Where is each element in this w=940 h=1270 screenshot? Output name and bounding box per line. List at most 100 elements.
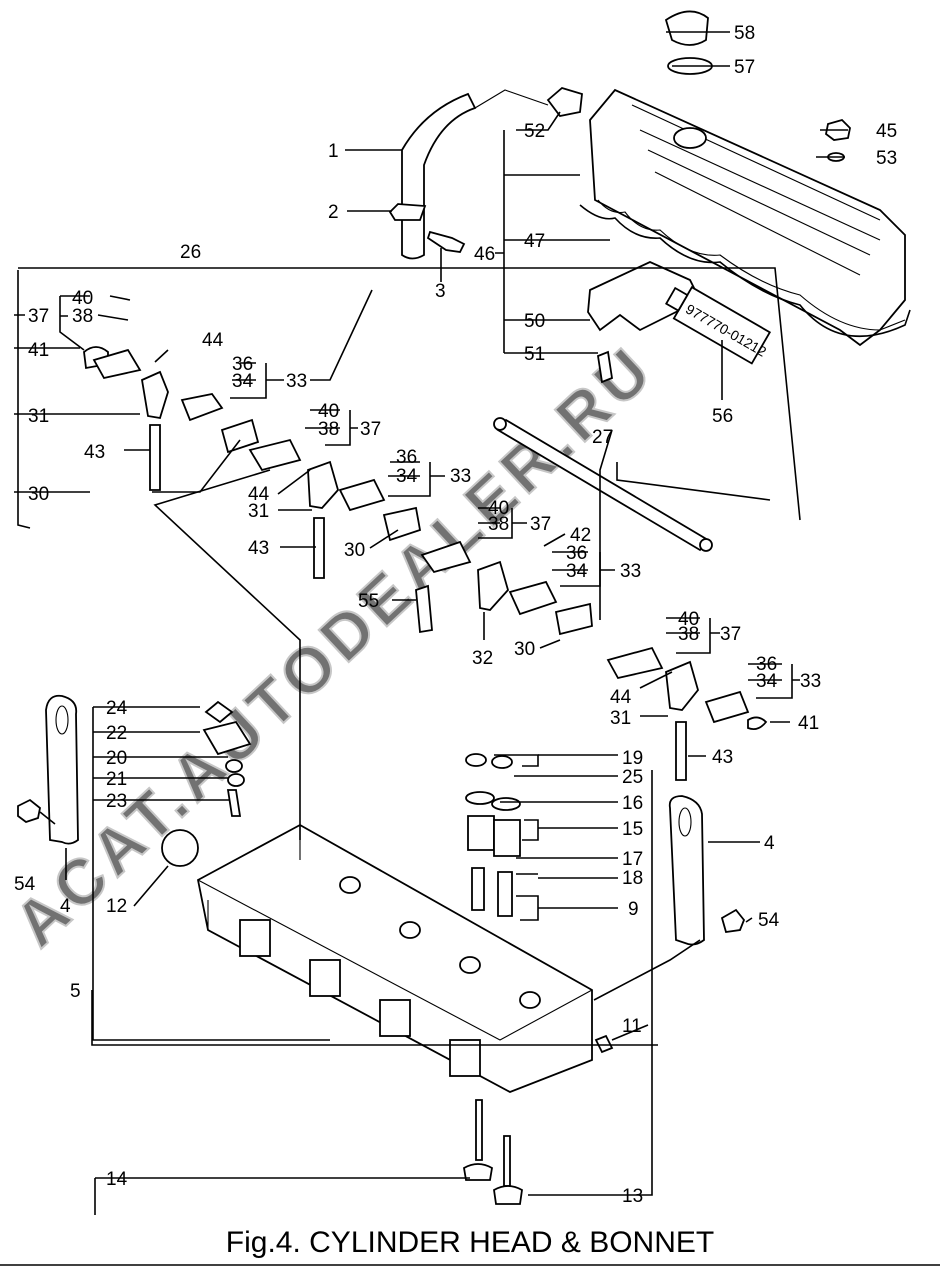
callout-5: 5 <box>70 981 81 1002</box>
callout-37b: 37 <box>360 419 381 440</box>
engine-hanger-right <box>668 795 705 946</box>
callout-15: 15 <box>622 819 643 840</box>
callout-56: 56 <box>712 406 733 427</box>
expansion-plug <box>161 829 199 867</box>
callout-38a: 38 <box>72 306 93 327</box>
callout-14: 14 <box>106 1169 128 1190</box>
callout-12: 12 <box>106 896 127 917</box>
callout-57: 57 <box>734 57 755 78</box>
callout-25: 25 <box>622 767 643 788</box>
callout-40c: 40 <box>488 498 509 519</box>
callout-19: 19 <box>622 748 643 769</box>
callout-37c: 37 <box>530 514 551 535</box>
callout-33b: 33 <box>450 466 471 487</box>
callout-30a: 30 <box>28 484 49 505</box>
callout-58: 58 <box>734 23 755 44</box>
sealant-tube: 977770-01212 <box>665 286 772 365</box>
callout-36d: 36 <box>756 654 777 675</box>
rocker-assembly-4 <box>606 646 768 781</box>
callout-38b: 38 <box>318 419 339 440</box>
callout-26: 26 <box>180 242 201 263</box>
callout-37d: 37 <box>720 624 741 645</box>
callout-40a: 40 <box>72 288 93 309</box>
callout-46: 46 <box>474 244 495 265</box>
callout-52: 52 <box>524 121 545 142</box>
callout-33a: 33 <box>286 371 307 392</box>
callout-44a: 44 <box>202 330 224 351</box>
hanger-bolt-right <box>720 908 746 934</box>
callout-38c: 38 <box>488 514 509 535</box>
breather-elbow <box>546 86 583 117</box>
callout-33c: 33 <box>620 561 641 582</box>
cylinder-head <box>161 700 614 1093</box>
callout-13: 13 <box>622 1186 643 1207</box>
callout-24: 24 <box>106 698 128 719</box>
callout-31c: 31 <box>610 708 631 729</box>
callout-16: 16 <box>622 793 643 814</box>
engine-hanger-left <box>45 694 79 845</box>
callout-4b: 4 <box>764 833 775 854</box>
valve-cover-group: 977770-01212 <box>388 10 911 384</box>
callout-23: 23 <box>106 791 127 812</box>
callout-36b: 36 <box>396 447 417 468</box>
callout-50: 50 <box>524 311 545 332</box>
callout-54a: 54 <box>14 874 36 895</box>
callout-44b: 44 <box>248 484 270 505</box>
plug <box>594 1034 614 1054</box>
callout-41a: 41 <box>28 340 49 361</box>
callout-17: 17 <box>622 849 643 870</box>
callout-40b: 40 <box>318 401 339 422</box>
callout-18: 18 <box>622 868 643 889</box>
rocker-assembly-3 <box>415 540 593 636</box>
callout-41b: 41 <box>798 713 819 734</box>
callout-34b: 34 <box>396 466 418 487</box>
callout-44c: 44 <box>610 687 632 708</box>
rocker-assembly-1 <box>83 346 260 491</box>
callout-42: 42 <box>570 525 591 546</box>
callout-45: 45 <box>876 121 897 142</box>
callout-30b: 30 <box>344 540 365 561</box>
oil-filler-cap <box>664 10 709 46</box>
callout-1: 1 <box>328 141 339 162</box>
callout-9: 9 <box>628 899 639 920</box>
callout-34a: 34 <box>232 371 254 392</box>
clamp-bolt <box>426 230 466 253</box>
callout-3: 3 <box>435 281 446 302</box>
callout-43b: 43 <box>248 538 269 559</box>
callout-34d: 34 <box>756 671 778 692</box>
callout-27: 27 <box>592 427 613 448</box>
callout-labels: 1 2 3 52 46 47 50 51 58 57 45 53 56 26 2… <box>14 23 897 1207</box>
callout-51: 51 <box>524 344 545 365</box>
callout-34c: 34 <box>566 561 588 582</box>
callout-4a: 4 <box>60 896 71 917</box>
hose-clamp <box>388 203 427 221</box>
valve-cover <box>589 88 906 347</box>
callout-21: 21 <box>106 769 127 790</box>
callout-31a: 31 <box>28 406 49 427</box>
hanger-bolt-left <box>17 798 41 824</box>
callout-43a: 43 <box>84 442 105 463</box>
rocker-assembly-2 <box>248 438 422 579</box>
screw <box>597 350 613 384</box>
callout-20: 20 <box>106 748 127 769</box>
rocker-shaft <box>493 417 713 552</box>
callout-33d: 33 <box>800 671 821 692</box>
callout-47: 47 <box>524 231 545 252</box>
callout-54b: 54 <box>758 910 780 931</box>
callout-30c: 30 <box>514 639 535 660</box>
callout-43c: 43 <box>712 747 733 768</box>
figure-caption: Fig.4. CYLINDER HEAD & BONNET <box>225 1226 715 1259</box>
callout-36a: 36 <box>232 354 253 375</box>
callout-53: 53 <box>876 148 897 169</box>
callout-36c: 36 <box>566 543 587 564</box>
callout-22: 22 <box>106 723 127 744</box>
leader-lines <box>14 31 848 1215</box>
callout-38d: 38 <box>678 624 699 645</box>
callout-32: 32 <box>472 648 493 669</box>
callout-31b: 31 <box>248 501 269 522</box>
callout-40d: 40 <box>678 609 699 630</box>
callout-11: 11 <box>622 1016 642 1037</box>
callout-2: 2 <box>328 202 339 223</box>
callout-55: 55 <box>358 591 379 612</box>
